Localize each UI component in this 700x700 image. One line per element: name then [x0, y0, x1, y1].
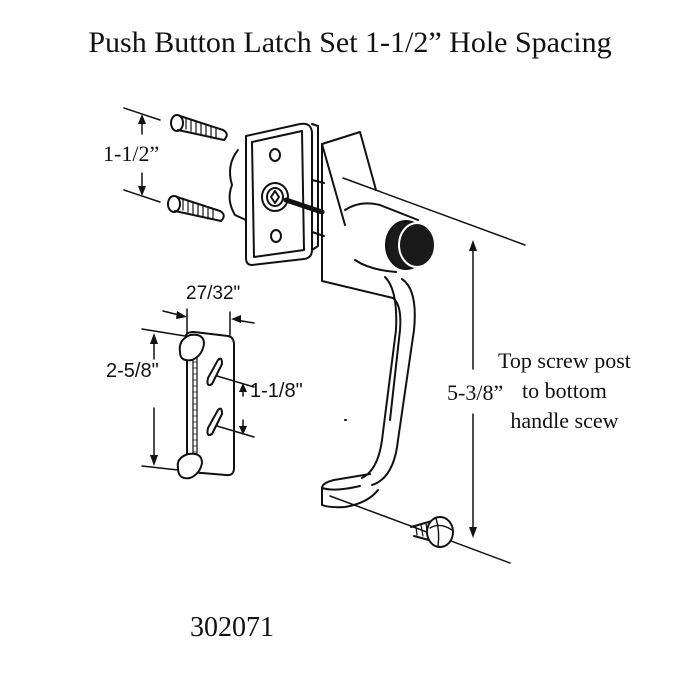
- keeper-strike: [141, 308, 255, 480]
- note-line-1: Top screw post: [498, 348, 631, 373]
- handle-screw: [410, 516, 454, 548]
- note-line-2: to bottom: [521, 378, 607, 403]
- screw-spacing-dimension: [123, 107, 161, 203]
- part-number: 302071: [190, 612, 274, 643]
- mounting-screw-top: [170, 114, 228, 141]
- push-button-handle: [321, 131, 436, 509]
- dimension-note: Top screw post to bottom handle scew: [498, 346, 631, 436]
- keeper-height-label: 2-5/8": [106, 360, 159, 382]
- keeper-slot-spacing-label: 1-1/8": [250, 380, 303, 402]
- mounting-screw-bottom: [167, 195, 225, 222]
- screw-spacing-label: 1-1/2”: [103, 141, 160, 166]
- overall-length-label: 5-3/8”: [447, 380, 504, 405]
- keeper-width-label: 27/32": [186, 283, 241, 304]
- note-line-3: handle scew: [510, 408, 619, 433]
- diagram-title: Push Button Latch Set 1-1/2” Hole Spacin…: [88, 26, 612, 59]
- overall-length-dimension: [329, 177, 526, 564]
- latch-mechanism: [228, 122, 325, 266]
